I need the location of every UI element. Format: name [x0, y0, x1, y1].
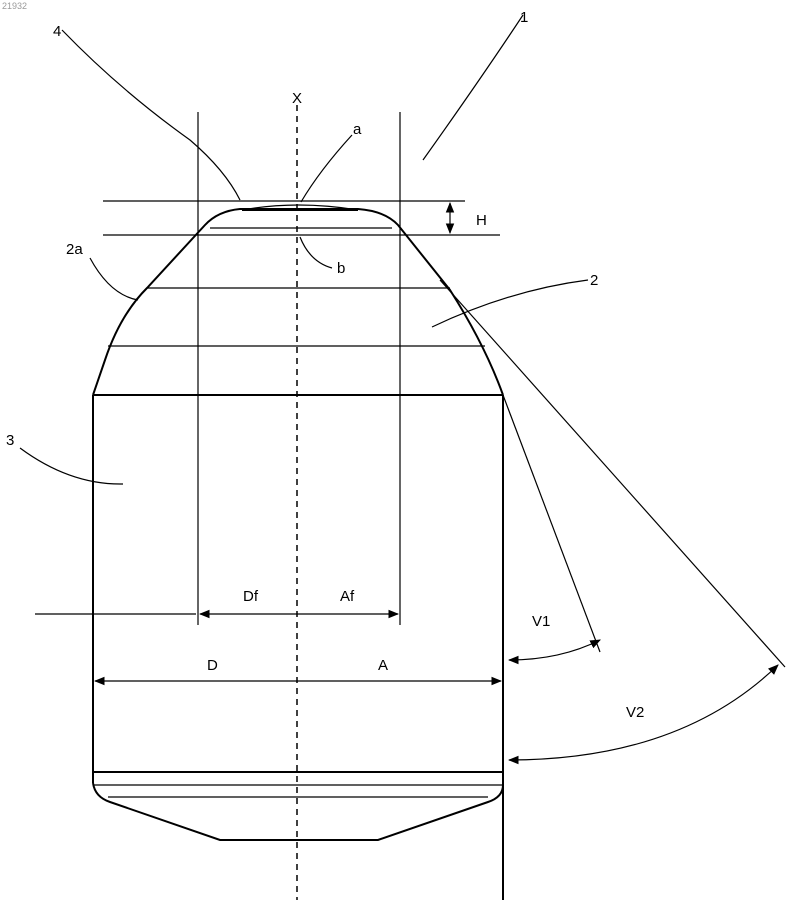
label-v1: V1: [532, 613, 550, 630]
leader-3: [20, 448, 123, 484]
leader-a: [301, 135, 352, 202]
label-v2: V2: [626, 704, 644, 721]
label-h: H: [476, 212, 487, 229]
leader-1: [423, 15, 523, 160]
label-af: Af: [340, 588, 355, 605]
label-3: 3: [6, 432, 14, 449]
leader-2a: [90, 258, 138, 300]
v2-angle-line: [440, 280, 785, 667]
label-axis-x: X: [292, 90, 302, 107]
label-2a: 2a: [66, 241, 83, 258]
v1-angle-arc: [509, 640, 600, 660]
label-a: a: [353, 121, 362, 138]
cone-profile: [93, 209, 503, 395]
v1-angle-line: [503, 395, 600, 652]
label-d: D: [207, 657, 218, 674]
label-b: b: [337, 260, 345, 277]
leader-b: [300, 237, 332, 268]
label-df: Df: [243, 588, 259, 605]
corner-code: 21932: [2, 1, 27, 11]
label-1: 1: [520, 9, 528, 26]
body-bottom-chamfer: [93, 783, 503, 840]
label-a-dim: A: [378, 657, 388, 674]
leader-4: [62, 30, 240, 200]
leader-2: [432, 280, 588, 327]
label-2: 2: [590, 272, 598, 289]
label-4: 4: [53, 23, 61, 40]
